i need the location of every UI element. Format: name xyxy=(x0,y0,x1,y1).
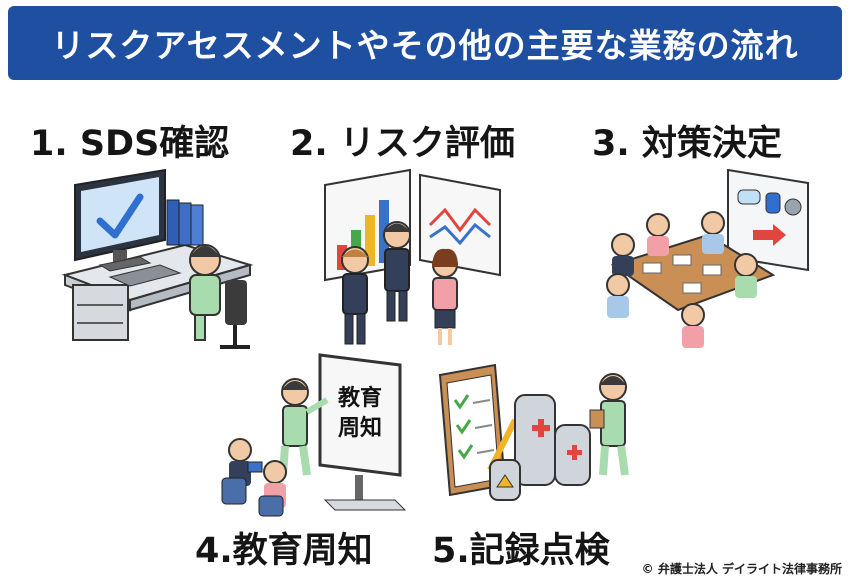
countermeasure-meeting-illustration xyxy=(606,168,809,348)
copyright-footer: © 弁護士法人 デイライト法律事務所 xyxy=(641,562,842,576)
arrow-icon xyxy=(753,224,786,246)
hazard-icon xyxy=(496,474,514,488)
glove-icon xyxy=(765,192,781,214)
clipboard xyxy=(438,363,518,497)
board-line-2: 周知 xyxy=(338,415,382,441)
desk xyxy=(61,243,254,341)
tablet-icon xyxy=(247,461,263,473)
step-4-title: 4.教育周知 xyxy=(195,531,373,571)
sds-check-illustration xyxy=(61,168,254,349)
banner-title: リスクアセスメントやその他の主要な業務の流れ xyxy=(51,26,799,65)
whiteboard: 教育 周知 xyxy=(318,353,407,511)
education-illustration: 教育 周知 xyxy=(221,353,407,517)
man-presenter xyxy=(383,221,411,322)
step-3-title: 3. 対策決定 xyxy=(592,124,782,164)
woman-presenter xyxy=(432,248,458,345)
keyboard xyxy=(108,264,182,287)
inspector xyxy=(589,373,629,476)
mask-icon xyxy=(737,189,761,205)
respirator-icon xyxy=(784,198,802,216)
board-line-1: 教育 xyxy=(338,385,382,411)
step-2-title: 2. リスク評価 xyxy=(290,124,515,164)
risk-evaluation-illustration xyxy=(324,168,501,345)
records-inspection-illustration xyxy=(438,363,629,501)
monitor xyxy=(74,168,166,272)
worker xyxy=(189,244,250,349)
checkmark-icon xyxy=(96,193,144,239)
step-5-title: 5.記録点検 xyxy=(432,531,610,571)
line-chart-board xyxy=(419,173,501,277)
instructor xyxy=(279,378,329,476)
binders xyxy=(166,199,204,246)
ppe-board xyxy=(727,168,809,272)
title-banner: リスクアセスメントやその他の主要な業務の流れ xyxy=(8,6,842,80)
step-1-title: 1. SDS確認 xyxy=(30,124,230,164)
meeting-attendees xyxy=(606,211,758,348)
trainees xyxy=(221,438,287,517)
man-listener xyxy=(341,246,369,345)
chemical-tanks xyxy=(489,394,591,501)
